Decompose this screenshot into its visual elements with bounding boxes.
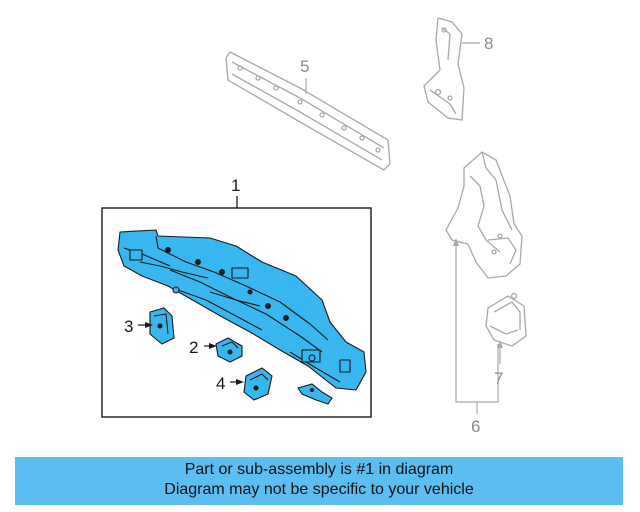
callout-1: 1 <box>231 176 240 195</box>
part-5-reinforcement <box>225 51 391 171</box>
banner-line-2: Diagram may not be specific to your vehi… <box>164 481 474 498</box>
arrow-6 <box>453 238 459 246</box>
callout-3: 3 <box>124 317 133 336</box>
callout-8: 8 <box>484 34 493 53</box>
banner-line-1: Part or sub-assembly is #1 in diagram <box>184 461 454 478</box>
callout-2: 2 <box>189 338 198 357</box>
part-3-bracket <box>149 307 175 345</box>
arrow-3 <box>145 322 153 328</box>
arrow-2 <box>209 343 217 349</box>
part-7-bracket <box>485 292 527 347</box>
callout-6: 6 <box>471 417 480 436</box>
part-2-bracket <box>215 337 243 363</box>
arrow-4 <box>236 379 244 385</box>
callout-4: 4 <box>216 374 225 393</box>
part-6-inner-panel <box>445 151 523 279</box>
callout-7: 7 <box>494 369 503 388</box>
part-8-bracket <box>423 17 465 121</box>
callout-5: 5 <box>300 57 309 76</box>
part-4-bracket <box>243 367 273 401</box>
part-1-rear-panel <box>117 229 367 391</box>
info-banner: Part or sub-assembly is #1 in diagram Di… <box>15 457 623 505</box>
parts-diagram: 5 8 7 6 1 <box>101 17 527 436</box>
part-1-clip <box>297 383 333 405</box>
bracket-6 <box>455 244 499 403</box>
